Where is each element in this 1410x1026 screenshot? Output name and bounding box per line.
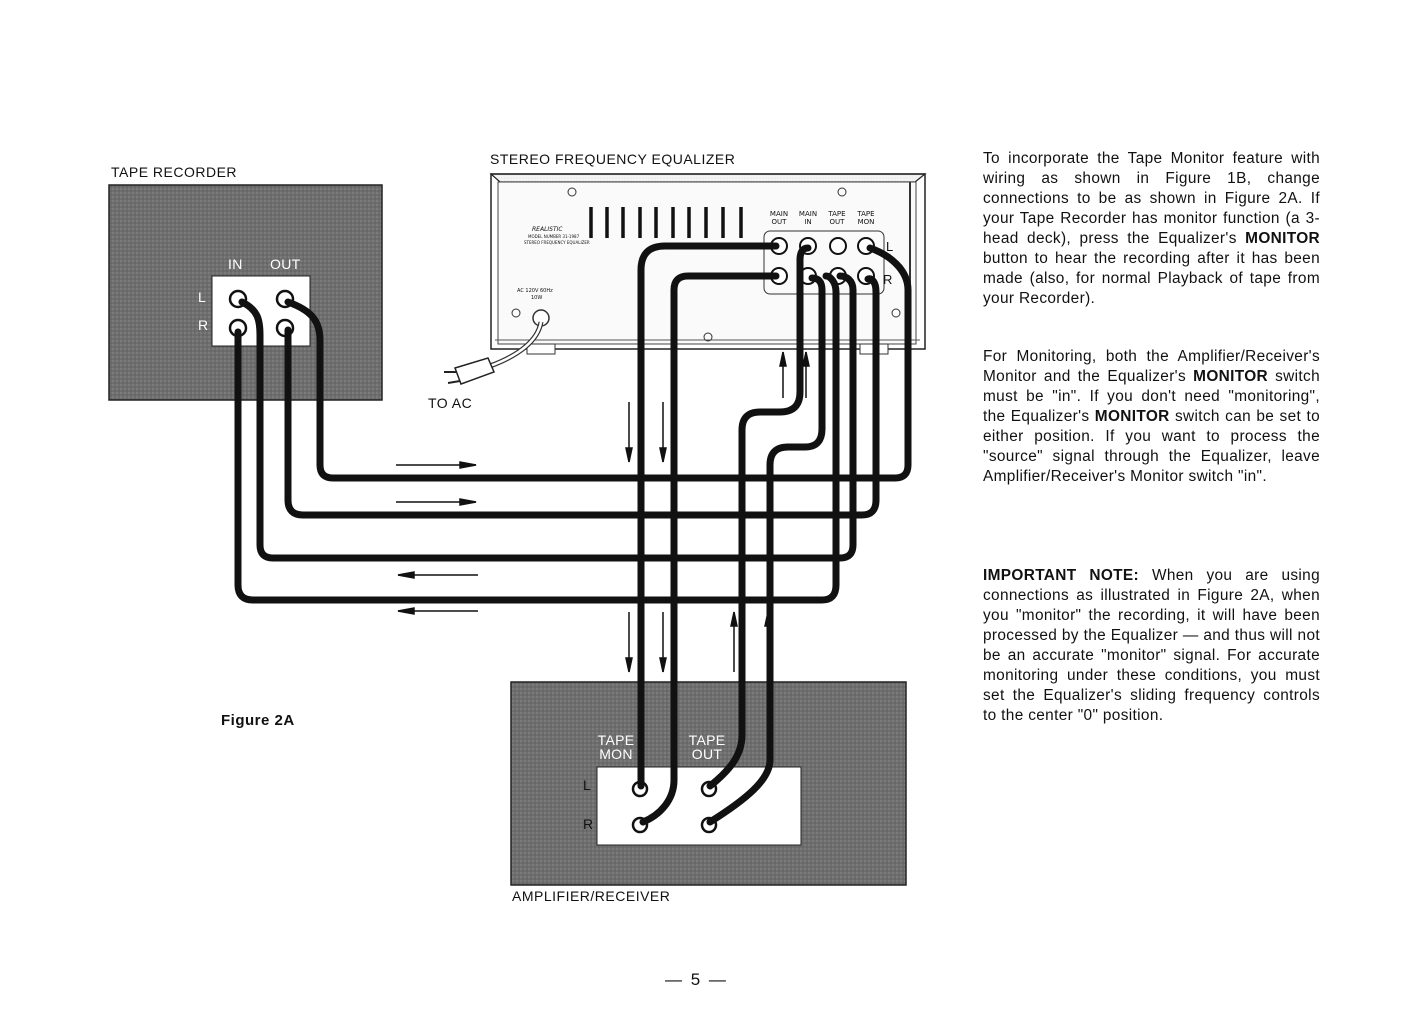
equalizer-label: STEREO FREQUENCY EQUALIZER (490, 151, 736, 167)
cable-out-r (706, 274, 826, 826)
tape-recorder-label: TAPE RECORDER (111, 164, 238, 180)
jack-main-in-label: MAIN IN (798, 210, 818, 226)
equalizer-unit (444, 173, 927, 385)
to-ac-label: TO AC (428, 395, 473, 411)
cable-tape-in-l (238, 272, 857, 562)
cable-out-l (706, 244, 812, 790)
jack-tape-mon-label: TAPE MON (857, 210, 875, 226)
ac-plug-icon (444, 357, 496, 385)
cable-tape-out-l (284, 244, 912, 482)
cable-mon-r (639, 272, 780, 826)
amp-left-label: L (583, 777, 592, 793)
amp-tape-mon-label: TAPE MON (597, 732, 635, 762)
amp-right-label: R (583, 816, 594, 832)
jack-main-out-label: MAIN OUT (769, 210, 789, 226)
paragraph-2: For Monitoring, both the Amplifier/Recei… (983, 348, 1320, 485)
paragraph-1: To incorporate the Tape Monitor feature … (983, 150, 1320, 307)
amplifier-label: AMPLIFIER/RECEIVER (512, 888, 671, 904)
tape-left-label: L (198, 289, 207, 305)
power-text: AC 120V 60Hz (517, 288, 553, 294)
cable-tape-out-r (284, 275, 880, 519)
jack-tape-out-label: TAPE OUT (828, 210, 846, 226)
brand-logo: REALISTIC (532, 226, 563, 233)
page-number: — 5 — (665, 970, 728, 989)
eq-right-label: R (883, 272, 893, 287)
cable-tape-in-r (234, 272, 840, 604)
model-text: MODEL NUMBER 31-1987 (528, 234, 580, 239)
tape-out-label: OUT (270, 256, 301, 272)
figure-caption: Figure 2A (221, 712, 295, 729)
paragraph-3: IMPORTANT NOTE: When you are using conne… (983, 567, 1320, 724)
tape-right-label: R (198, 317, 209, 333)
tape-in-label: IN (228, 256, 243, 272)
amp-tape-out-label: TAPE OUT (688, 732, 726, 762)
cable-mon-l (637, 242, 780, 790)
power-watts: 10W (531, 295, 543, 301)
amplifier-jack-panel (596, 766, 802, 846)
model-sub: STEREO FREQUENCY EQUALIZER (524, 240, 590, 245)
eq-left-label: L (886, 239, 894, 254)
